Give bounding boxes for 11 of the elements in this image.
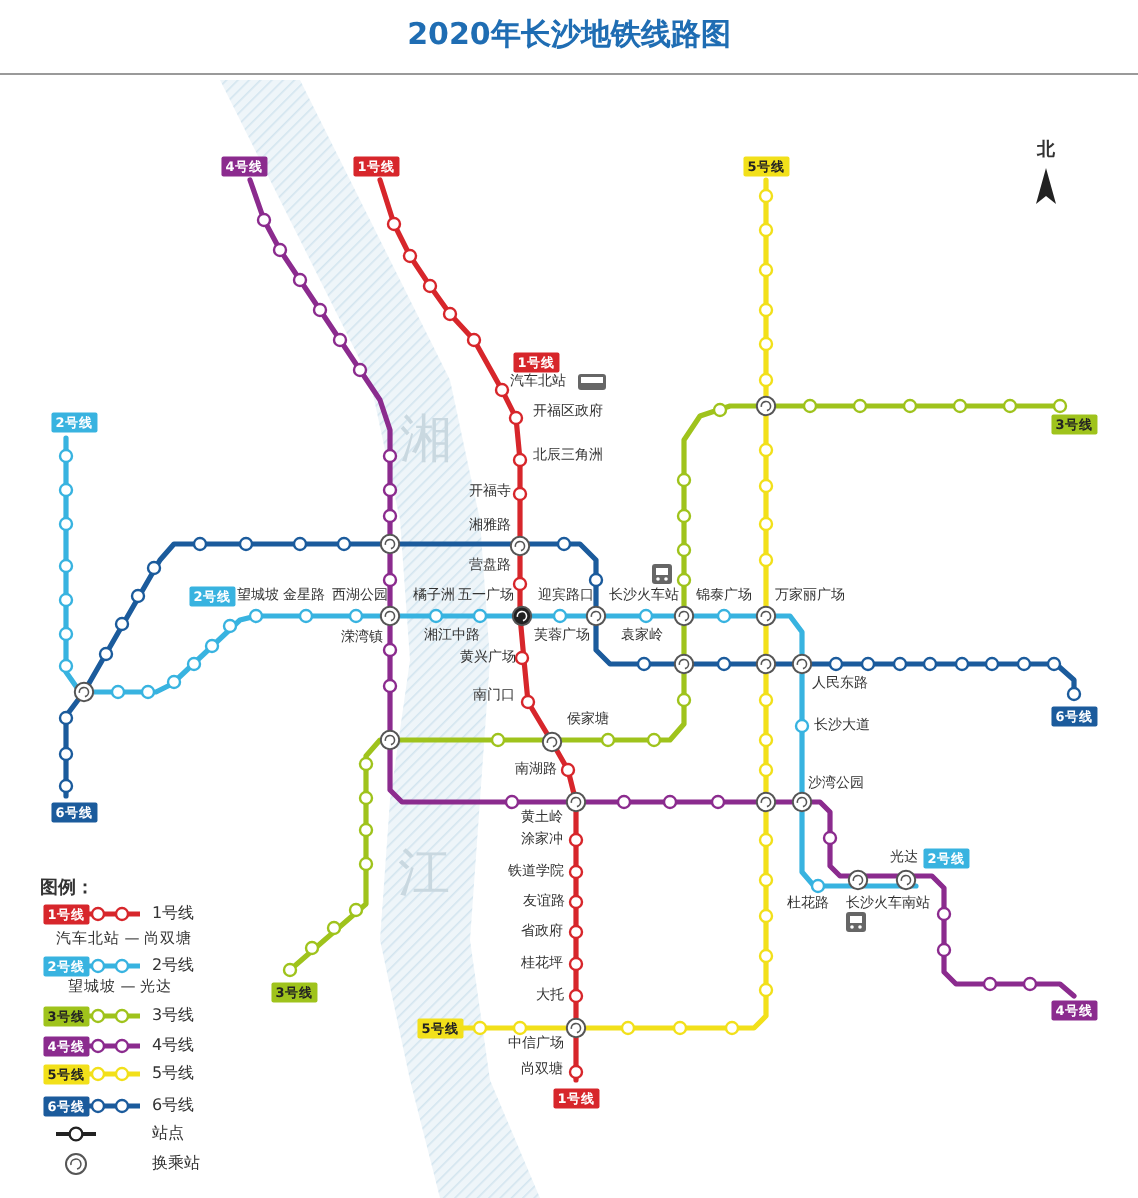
legend-label: 1号线 xyxy=(152,906,195,922)
legend-label: 5号线 xyxy=(152,1066,195,1082)
north-label: 北 xyxy=(1037,143,1055,161)
legend-label: 2号线 xyxy=(152,958,195,974)
legend-label: 6号线 xyxy=(152,1098,195,1114)
map-title: 2020年长沙地铁线路图 xyxy=(407,16,731,54)
legend-label: 换乘站 xyxy=(152,1156,200,1172)
legend-label: 站点 xyxy=(152,1126,184,1142)
legend-title: 图例： xyxy=(40,881,94,899)
legend-label: 3号线 xyxy=(152,1008,195,1024)
legend-label: 4号线 xyxy=(152,1038,195,1054)
